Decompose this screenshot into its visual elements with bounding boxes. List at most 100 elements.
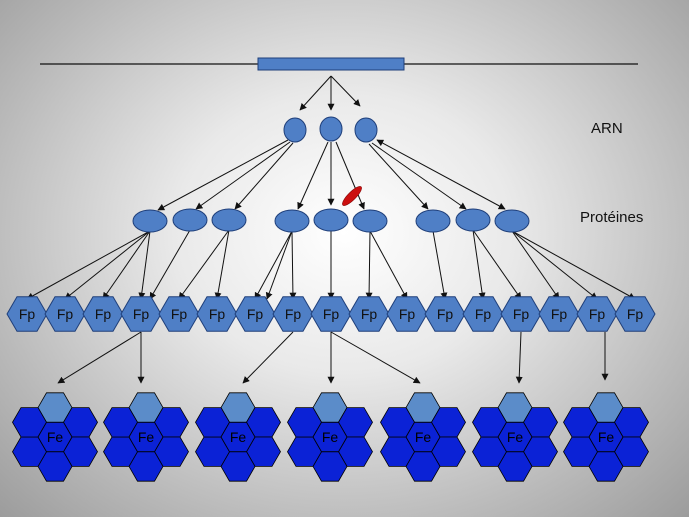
fp-label: Fp — [513, 306, 530, 322]
fp-label: Fp — [627, 306, 644, 322]
arrow-protein-to-fp — [365, 230, 373, 300]
fe-label: Fe — [138, 429, 155, 445]
arrow-arn-to-protein — [157, 139, 289, 211]
arrow-protein-to-fp — [511, 230, 598, 300]
fe-center-hexagon — [497, 421, 533, 453]
protein-node — [313, 208, 349, 232]
fp-label: Fp — [361, 306, 378, 322]
arrow-arn-to-protein — [371, 142, 467, 210]
arrow-group — [26, 75, 636, 384]
fp-hexagon — [576, 296, 618, 332]
arrow-arn-to-protein — [297, 141, 329, 210]
arrow-arn-to-protein — [376, 139, 506, 210]
fe-label: Fe — [507, 429, 524, 445]
arrow-protein-to-fp — [178, 229, 230, 300]
fp-row: Fp Fp Fp Fp Fp Fp Fp Fp Fp Fp Fp Fp Fp Fp Fp Fp Fp — [6, 296, 656, 332]
arrow-protein-to-fp — [64, 230, 151, 300]
gene-line-group — [40, 57, 638, 71]
fp-hexagon — [500, 296, 542, 332]
protein-node — [132, 209, 168, 233]
fp-hexagon — [462, 296, 504, 332]
fe-label: Fe — [415, 429, 432, 445]
fe-label: Fe — [322, 429, 339, 445]
fp-label: Fp — [133, 306, 150, 322]
fp-hexagon — [196, 296, 238, 332]
fp-label: Fp — [551, 306, 568, 322]
fp-hexagon — [386, 296, 428, 332]
fp-hexagon — [234, 296, 276, 332]
arrow-protein-to-fp — [472, 229, 486, 300]
protein-node — [352, 209, 388, 233]
fp-label: Fp — [475, 306, 492, 322]
fe-center-hexagon — [405, 421, 441, 453]
arrow-gene-to-arn — [330, 75, 361, 107]
fp-hexagon — [158, 296, 200, 332]
arrow-fp-to-fe — [242, 331, 294, 384]
fe-center-hexagon — [588, 421, 624, 453]
fp-label: Fp — [171, 306, 188, 322]
fp-hexagon — [272, 296, 314, 332]
fe-label: Fe — [598, 429, 615, 445]
protein-node — [455, 208, 491, 232]
arrow-arn-to-protein — [195, 141, 291, 210]
fp-label: Fp — [209, 306, 226, 322]
arn-label: ARN — [591, 120, 623, 137]
arn-node — [354, 117, 378, 143]
fp-label: Fp — [589, 306, 606, 322]
fp-hexagon — [44, 296, 86, 332]
arrow-arn-to-protein — [234, 142, 294, 210]
arrow-protein-to-fp — [265, 230, 293, 300]
gene-box — [257, 57, 405, 71]
arrow-fp-to-fe — [57, 331, 142, 384]
protein-node — [211, 208, 247, 232]
fp-label: Fp — [247, 306, 264, 322]
arrow-fp-to-fe — [330, 331, 421, 384]
arrow-arn-to-protein — [335, 141, 365, 210]
fe-center-hexagon — [220, 421, 256, 453]
arrow-protein-to-fp — [254, 230, 293, 300]
proteines-label: Protéines — [580, 209, 644, 226]
arrow-protein-to-fp — [511, 230, 560, 300]
protein-node — [274, 209, 310, 233]
fp-hexagon — [82, 296, 124, 332]
fp-hexagon — [120, 296, 162, 332]
arrow-fp-to-fe — [515, 331, 523, 384]
protein-node — [415, 209, 451, 233]
protein-node — [172, 208, 208, 232]
fp-label: Fp — [437, 306, 454, 322]
fe-center-hexagon — [128, 421, 164, 453]
fe-label: Fe — [230, 429, 247, 445]
fp-label: Fp — [285, 306, 302, 322]
arrow-protein-to-fp — [472, 229, 522, 300]
arrow-protein-to-fp — [289, 230, 297, 300]
fp-hexagon — [424, 296, 466, 332]
fp-label: Fp — [19, 306, 36, 322]
fp-label: Fp — [399, 306, 416, 322]
fp-hexagon — [614, 296, 656, 332]
arn-node — [283, 117, 307, 143]
arrow-protein-to-fp — [102, 230, 151, 300]
arrow-protein-to-fp — [149, 229, 191, 300]
fe-center-hexagon — [37, 421, 73, 453]
inhibitor-marker — [342, 186, 362, 206]
arrow-protein-to-fp — [26, 230, 151, 300]
arrow-gene-to-arn — [299, 75, 332, 111]
fp-hexagon — [310, 296, 352, 332]
arrow-arn-to-protein — [368, 143, 429, 210]
arrow-protein-to-fp — [432, 230, 448, 300]
arrow-protein-to-fp — [214, 229, 230, 300]
arrow-protein-to-fp — [369, 230, 408, 300]
arrow-protein-to-fp — [511, 230, 636, 300]
fp-label: Fp — [323, 306, 340, 322]
arrow-protein-to-fp — [138, 230, 151, 300]
fp-hexagon — [538, 296, 580, 332]
arn-node — [319, 116, 343, 142]
fp-label: Fp — [57, 306, 74, 322]
protein-node — [494, 209, 530, 233]
node-group — [132, 116, 530, 233]
fe-center-hexagon — [312, 421, 348, 453]
fp-label: Fp — [95, 306, 112, 322]
